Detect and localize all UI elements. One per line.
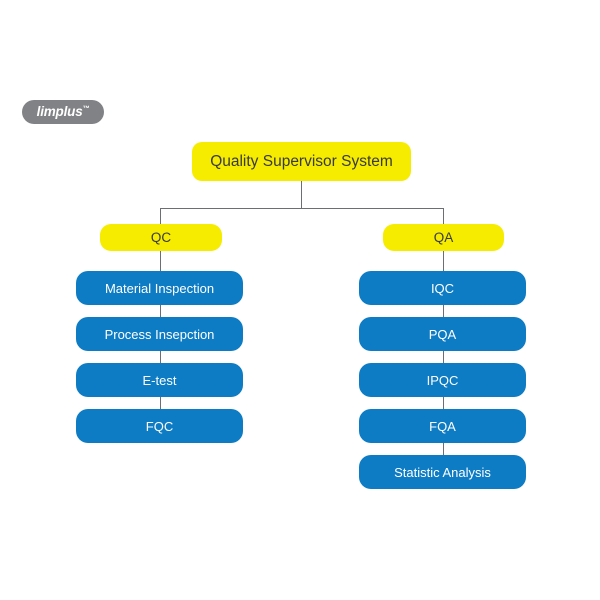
connector-to-qa: [443, 208, 444, 224]
node-fqc[interactable]: FQC: [76, 409, 243, 443]
node-fqa-label: FQA: [429, 418, 456, 434]
node-process-insepction-label: Process Insepction: [104, 326, 215, 342]
trademark-icon: ™: [82, 105, 90, 113]
node-group-qa[interactable]: QA: [383, 224, 504, 251]
brand-logo: limplus™: [22, 100, 104, 124]
connector-root-stem: [301, 181, 302, 208]
node-e-test-label: E-test: [142, 372, 177, 388]
node-root-label: Quality Supervisor System: [210, 152, 393, 170]
node-group-qc[interactable]: QC: [100, 224, 222, 251]
node-statistic-analysis-label: Statistic Analysis: [394, 464, 491, 480]
connector-qa-2: [443, 351, 444, 363]
node-material-inspection-label: Material Inspection: [104, 280, 215, 296]
connector-branch-bar: [160, 208, 444, 209]
connector-qa-0: [443, 251, 444, 271]
node-iqc[interactable]: IQC: [359, 271, 526, 305]
connector-qc-1: [160, 305, 161, 317]
node-fqa[interactable]: FQA: [359, 409, 526, 443]
brand-name: limplus: [36, 104, 83, 120]
connector-qa-1: [443, 305, 444, 317]
node-statistic-analysis[interactable]: Statistic Analysis: [359, 455, 526, 489]
node-process-insepction[interactable]: Process Insepction: [76, 317, 243, 351]
node-pqa-label: PQA: [428, 326, 457, 342]
connector-qc-0: [160, 251, 161, 271]
node-group-qa-label: QA: [433, 230, 454, 245]
connector-to-qc: [160, 208, 161, 224]
node-iqc-label: IQC: [430, 280, 455, 296]
node-material-inspection[interactable]: Material Inspection: [76, 271, 243, 305]
node-fqc-label: FQC: [145, 418, 174, 434]
node-e-test[interactable]: E-test: [76, 363, 243, 397]
connector-qa-4: [443, 443, 444, 455]
node-group-qc-label: QC: [150, 230, 172, 245]
node-root-quality-supervisor-system[interactable]: Quality Supervisor System: [192, 142, 411, 181]
node-ipqc-label: IPQC: [426, 372, 459, 388]
connector-qc-3: [160, 397, 161, 409]
node-pqa[interactable]: PQA: [359, 317, 526, 351]
brand-logo-text: limplus™: [37, 105, 90, 119]
connector-qa-3: [443, 397, 444, 409]
node-ipqc[interactable]: IPQC: [359, 363, 526, 397]
connector-qc-2: [160, 351, 161, 363]
